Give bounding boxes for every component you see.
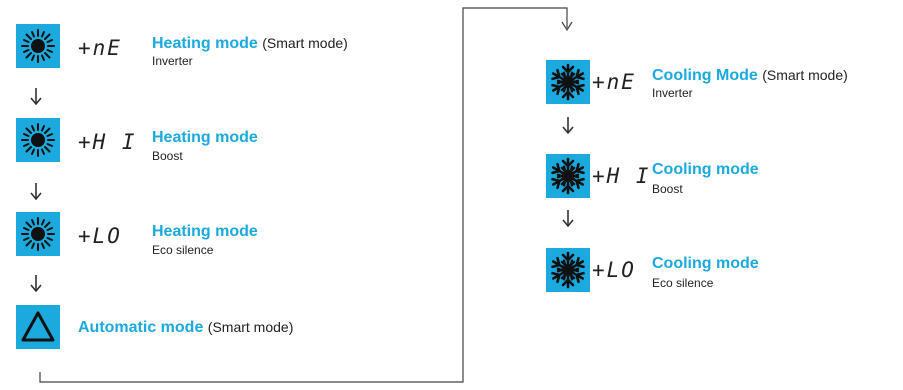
heating-boost-icon-box	[16, 118, 60, 162]
snowflake-icon	[549, 63, 587, 101]
mode-tag: (Smart mode)	[762, 67, 848, 83]
mode-title: Cooling mode	[652, 161, 759, 178]
automatic-icon-box	[16, 305, 60, 349]
mode-code: +H I	[592, 164, 651, 188]
mode-code: +LO	[592, 258, 636, 282]
mode-subtitle: Boost	[652, 182, 683, 196]
cooling-boost-icon-box	[546, 154, 590, 198]
mode-subtitle: Boost	[152, 149, 183, 163]
mode-subtitle: Inverter	[152, 54, 193, 68]
down-arrow	[30, 87, 42, 105]
mode-tag: (Smart mode)	[207, 319, 294, 335]
mode-title: Heating mode	[152, 223, 258, 240]
mode-title: Automatic mode	[78, 319, 204, 336]
mode-code: +nE	[78, 36, 122, 60]
cooling-eco-icon-box	[546, 248, 590, 292]
mode-code: +LO	[78, 224, 122, 248]
mode-title-line: Heating mode	[152, 224, 258, 240]
sun-icon	[21, 123, 55, 157]
down-arrow	[30, 274, 42, 292]
sun-icon	[21, 29, 55, 63]
mode-title: Cooling mode	[652, 255, 759, 272]
mode-subtitle: Inverter	[652, 86, 693, 100]
mode-title: Heating mode	[152, 129, 258, 146]
mode-title-line: Heating mode (Smart mode)	[152, 36, 348, 52]
mode-code: +H I	[78, 130, 137, 154]
triangle-icon	[21, 311, 55, 342]
snowflake-icon	[549, 251, 587, 289]
down-arrow	[30, 182, 42, 200]
down-arrow	[562, 116, 574, 134]
mode-title-line: Cooling Mode (Smart mode)	[652, 68, 848, 84]
mode-title-line: Cooling mode	[652, 256, 759, 272]
mode-subtitle: Eco silence	[652, 276, 714, 290]
mode-code: +nE	[592, 70, 636, 94]
mode-title-line: Automatic mode (Smart mode)	[78, 320, 293, 336]
cooling-smart-icon-box	[546, 60, 590, 104]
mode-title: Cooling Mode	[652, 67, 758, 84]
mode-subtitle: Eco silence	[152, 243, 214, 257]
heating-smart-icon-box	[16, 24, 60, 68]
down-arrow	[562, 209, 574, 227]
heating-eco-icon-box	[16, 212, 60, 256]
mode-title-line: Heating mode	[152, 130, 258, 146]
mode-tag: (Smart mode)	[262, 35, 348, 51]
mode-title-line: Cooling mode	[652, 162, 759, 178]
snowflake-icon	[549, 157, 587, 195]
sun-icon	[21, 217, 55, 251]
mode-title: Heating mode	[152, 35, 258, 52]
